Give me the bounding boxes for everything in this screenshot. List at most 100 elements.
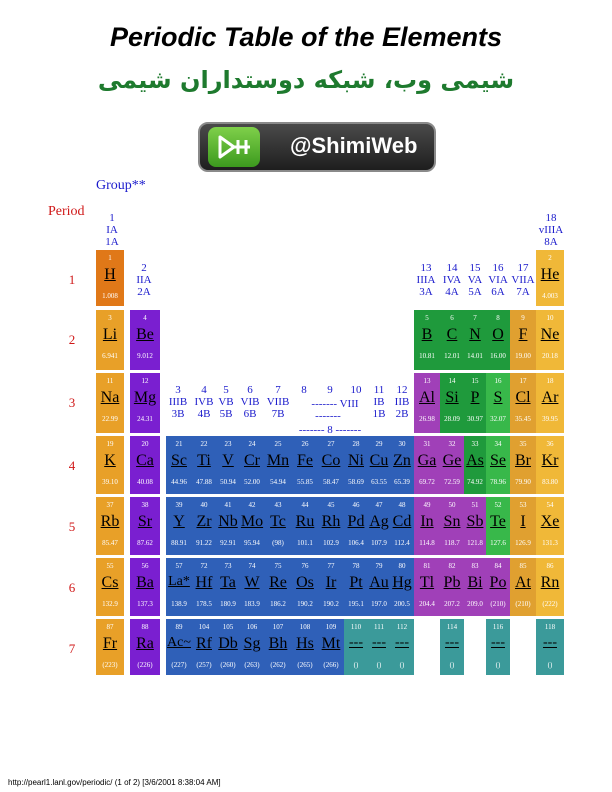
element-symbol[interactable]: Ti xyxy=(197,452,211,469)
element-symbol[interactable]: Tc xyxy=(270,513,286,530)
element-symbol[interactable]: Ga xyxy=(417,452,437,469)
element-symbol[interactable]: Hf xyxy=(195,574,213,591)
element-symbol[interactable]: Pb xyxy=(443,574,461,591)
element-symbol[interactable]: Al xyxy=(419,389,435,406)
element-symbol[interactable]: Co xyxy=(321,452,341,469)
element-symbol[interactable]: Sc xyxy=(171,452,187,469)
element-symbol[interactable]: Cu xyxy=(369,452,389,469)
element-symbol[interactable]: Kr xyxy=(541,452,559,469)
element-symbol[interactable]: Na xyxy=(100,389,120,406)
element--cell[interactable]: 110---() xyxy=(344,619,368,675)
element--cell[interactable]: 111---() xyxy=(368,619,390,675)
element-symbol[interactable]: Sr xyxy=(137,513,153,530)
element-symbol[interactable]: Si xyxy=(445,389,459,406)
element--cell[interactable]: 112---() xyxy=(390,619,414,675)
element-symbol[interactable]: F xyxy=(518,326,528,343)
element--cell[interactable]: 114---() xyxy=(440,619,464,675)
element-symbol[interactable]: Be xyxy=(136,326,154,343)
element-symbol[interactable]: Hs xyxy=(296,635,314,652)
element-symbol[interactable]: Cr xyxy=(244,452,260,469)
element-symbol[interactable]: Mg xyxy=(133,389,157,406)
element-symbol[interactable]: Pt xyxy=(349,574,363,591)
element-symbol[interactable]: Rn xyxy=(540,574,560,591)
element-symbol[interactable]: Zn xyxy=(393,452,411,469)
element-symbol[interactable]: Sn xyxy=(443,513,461,530)
element-symbol[interactable]: Se xyxy=(490,452,506,469)
element-symbol[interactable]: Bh xyxy=(268,635,288,652)
element-symbol[interactable]: C xyxy=(446,326,458,343)
element-symbol[interactable]: He xyxy=(540,266,560,283)
element-symbol[interactable]: N xyxy=(469,326,481,343)
element-symbol[interactable]: As xyxy=(466,452,484,469)
element-symbol[interactable]: S xyxy=(493,389,503,406)
element-symbol[interactable]: Db xyxy=(218,635,238,652)
element-symbol[interactable]: Mn xyxy=(266,452,290,469)
element-symbol[interactable]: Po xyxy=(489,574,507,591)
element-symbol[interactable]: Fr xyxy=(102,635,118,652)
element-symbol[interactable]: La* xyxy=(168,574,190,589)
element-symbol[interactable]: Hg xyxy=(392,574,412,591)
element-symbol[interactable]: Au xyxy=(369,574,389,591)
element-symbol[interactable]: Ar xyxy=(541,389,559,406)
element-symbol[interactable]: Mt xyxy=(321,635,341,652)
element-symbol[interactable]: Fe xyxy=(297,452,313,469)
element-symbol[interactable]: Sg xyxy=(243,635,261,652)
element-symbol[interactable]: Xe xyxy=(540,513,560,530)
element--cell[interactable]: 116---() xyxy=(486,619,510,675)
element-symbol[interactable]: In xyxy=(420,513,434,530)
element-symbol[interactable]: Ac~ xyxy=(167,635,191,650)
element-symbol[interactable]: Os xyxy=(296,574,314,591)
element-symbol[interactable]: --- xyxy=(543,635,557,650)
element-symbol[interactable]: Y xyxy=(173,513,185,530)
element-symbol[interactable]: Bi xyxy=(467,574,483,591)
